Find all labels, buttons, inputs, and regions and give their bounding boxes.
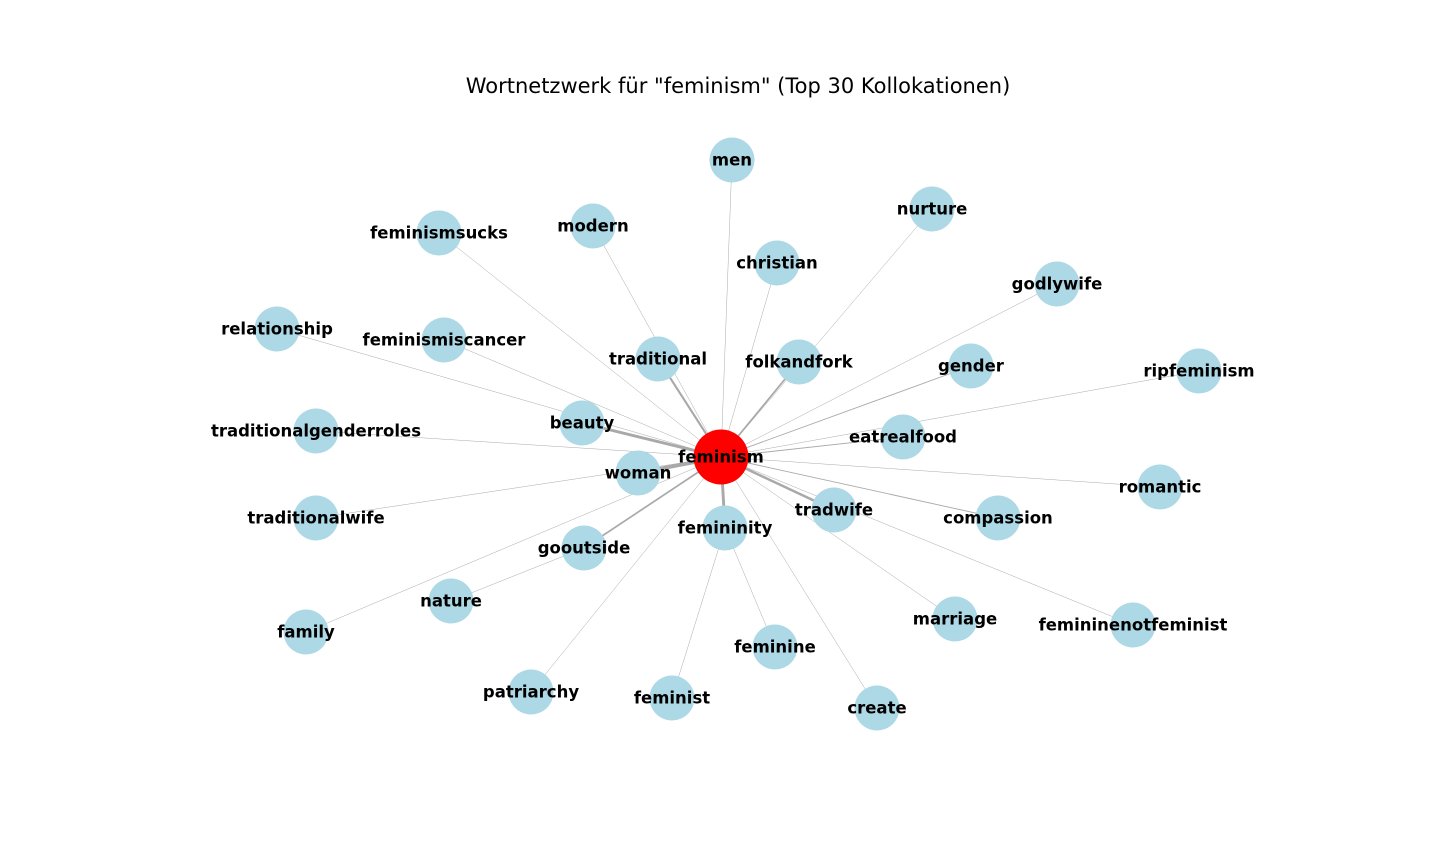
node-label-men: men [712,151,752,170]
node-label-traditionalgenderroles: traditionalgenderroles [211,422,421,441]
node-label-christian: christian [736,254,818,273]
node-label-feminismsucks: feminismsucks [370,224,508,243]
edge-feminism-christian [720,262,778,458]
node-gooutside [561,525,607,571]
node-label-family: family [277,623,335,642]
edge-feminism-feminismsucks [438,232,722,458]
edge-feminism-romantic [720,456,1161,488]
node-label-folkandfork: folkandfork [745,353,853,372]
node-christian [754,240,800,286]
node-godlywife [1034,261,1080,307]
node-folkandfork [776,339,822,385]
edge-gooutside-nature [450,547,585,602]
diagram-title: Wortnetzwerk für "feminism" (Top 30 Koll… [465,74,1011,98]
edge-feminism-patriarchy [530,456,722,693]
node-label-feminist: feminist [634,689,710,708]
node-family [283,609,329,655]
node-label-godlywife: godlywife [1012,275,1103,294]
node-label-eatrealfood: eatrealfood [849,428,957,447]
node-label-marriage: marriage [913,610,997,629]
node-beauty [559,400,605,446]
edge-feminism-compassion [720,456,999,519]
node-femininity [702,505,748,551]
edge-feminism-eatrealfood [720,436,904,458]
node-label-ripfeminism: ripfeminism [1143,362,1254,381]
edge-feminism-relationship [276,328,722,458]
node-compassion [975,495,1021,541]
node-label-femininity: femininity [678,519,773,538]
node-gender [948,343,994,389]
node-modern [570,203,616,249]
node-label-nurture: nurture [897,200,968,219]
edge-feminism-feminismiscancer [443,339,722,458]
node-ripfeminism [1176,348,1222,394]
edge-feminism-godlywife [720,283,1058,458]
node-feminism [693,429,749,485]
node-tradwife [811,487,857,533]
node-label-feminine: feminine [734,638,816,657]
node-label-romantic: romantic [1119,478,1202,497]
node-label-patriarchy: patriarchy [483,683,579,702]
node-relationship [254,306,300,352]
edge-feminism-gender [720,365,972,458]
node-label-woman: woman [605,464,672,483]
edge-feminism-femininenotfeminist [720,456,1134,626]
node-traditionalwife [293,495,339,541]
node-traditional [635,336,681,382]
node-patriarchy [508,669,554,715]
edge-feminism-traditionalgenderroles [315,430,722,458]
node-eatrealfood [880,414,926,460]
node-label-relationship: relationship [221,320,333,339]
node-marriage [932,596,978,642]
node-nature [428,578,474,624]
node-create [854,685,900,731]
node-feminismiscancer [421,317,467,363]
edge-feminism-create [720,456,878,709]
edge-feminism-ripfeminism [720,370,1200,458]
node-traditionalgenderroles [293,408,339,454]
node-label-feminism: feminism [678,448,764,467]
node-label-femininenotfeminist: femininenotfeminist [1039,616,1228,635]
edge-feminism-men [720,159,733,458]
edge-feminism-family [305,456,722,633]
node-label-create: create [847,699,906,718]
node-label-traditionalwife: traditionalwife [247,509,384,528]
node-feminismsucks [416,210,462,256]
node-label-traditional: traditional [609,350,707,369]
node-men [709,137,755,183]
node-label-beauty: beauty [550,414,615,433]
node-woman [615,450,661,496]
node-feminist [649,675,695,721]
node-feminine [752,624,798,670]
node-label-modern: modern [557,217,628,236]
node-femininenotfeminist [1110,602,1156,648]
node-label-feminismiscancer: feminismiscancer [363,331,527,350]
nodes-layer [254,137,1222,731]
node-nurture [909,186,955,232]
node-label-gooutside: gooutside [538,539,631,558]
node-label-compassion: compassion [943,509,1053,528]
edge-feminism-marriage [720,456,956,620]
labels-layer: men modern feminismsucks nurture christian go… [211,151,1255,718]
node-romantic [1137,464,1183,510]
node-label-nature: nature [420,592,482,611]
node-label-tradwife: tradwife [795,501,873,520]
edge-femininity-feminist [671,527,726,699]
edge-feminism-nurture [720,208,933,458]
node-label-gender: gender [938,357,1005,376]
